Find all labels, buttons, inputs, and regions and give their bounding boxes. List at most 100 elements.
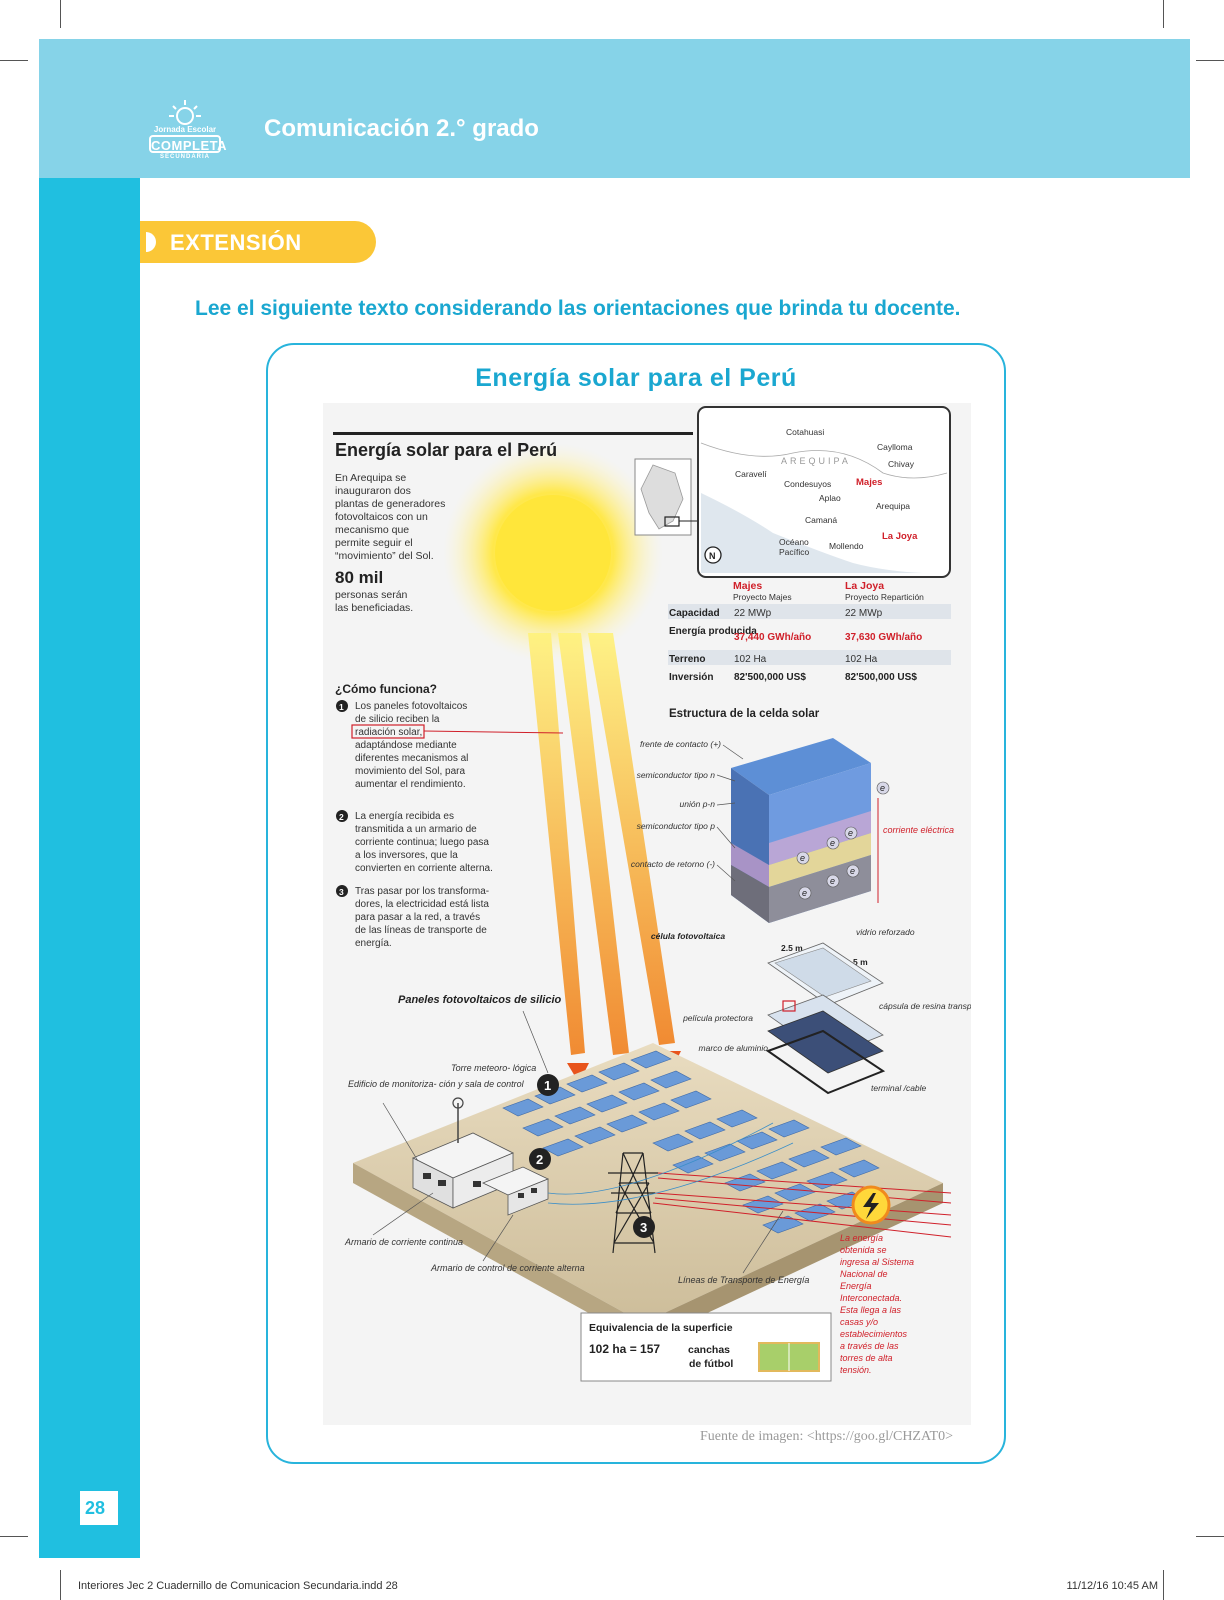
step-line: radiación solar, (355, 727, 422, 738)
north-arrow-icon (704, 546, 722, 564)
region-border (700, 442, 948, 479)
plant-marker-number: 3 (640, 1220, 647, 1235)
place-label: Camaná (805, 515, 837, 525)
stat-caption: personas serán (335, 589, 408, 601)
step-line: transmitida a un armario de (355, 824, 477, 835)
step-line: de silicio reciben la (355, 714, 440, 725)
row-label: Terreno (669, 654, 706, 665)
panel-array (502, 1050, 880, 1234)
table-row-bg (668, 604, 951, 619)
print-slug-file: Interiores Jec 2 Cuadernillo de Comunica… (78, 1580, 398, 1592)
logo-main-text: COMPLETA (149, 135, 226, 153)
sun-beam-2 (558, 633, 629, 1055)
place-label: Chivay (888, 459, 915, 469)
place-label: Pacífico (779, 547, 810, 557)
cell-label: contacto de retorno (-) (631, 859, 715, 869)
crop-mark (0, 1536, 28, 1537)
infographic: Energía solar para el Perú En Arequipa s… (323, 403, 971, 1425)
cell-label: semiconductor tipo p (637, 821, 716, 831)
intro-line: “movimiento” del Sol. (335, 550, 434, 562)
place-label-la-joya: La Joya (882, 531, 918, 542)
sun-beam-3 (588, 633, 675, 1045)
module-exploded (765, 942, 886, 1095)
cell-label: película protectora (682, 1013, 753, 1023)
electron-label: e (800, 853, 805, 863)
cell-label: terminal /cable (871, 1083, 927, 1093)
cell-label: cápsula de resina transparente (879, 1001, 971, 1011)
equivalence-unit: canchas (688, 1344, 730, 1356)
logo-bottom-text: SECUNDARIA (159, 154, 210, 160)
layer-p (769, 833, 871, 887)
place-label-majes: Majes (856, 477, 882, 488)
title-rule (333, 432, 693, 435)
row-value: 102 Ha (845, 654, 878, 665)
step-number: 3 (339, 887, 344, 897)
intro-line: mecanismo que (335, 524, 409, 536)
row-value: 22 MWp (734, 608, 772, 619)
label-tower: Torre meteoro- lógica (451, 1063, 536, 1073)
row-value: 82'500,000 US$ (734, 672, 806, 683)
cell-labels: frente de contacto (+) semiconductor tip… (631, 739, 721, 869)
step-marker (336, 885, 348, 897)
electrons (796, 781, 890, 900)
step-marker (336, 700, 348, 712)
place-label: Caylloma (877, 442, 913, 452)
cell-leaders (716, 744, 744, 882)
place-label: Caravelí (735, 469, 767, 479)
cell-diagram (731, 738, 871, 923)
equivalence-unit: de fútbol (689, 1358, 733, 1370)
col2-sub: Proyecto Repartición (845, 592, 924, 602)
cell-label: marco de aluminio (699, 1043, 769, 1053)
label-ac: Armario de control de corriente alterna (430, 1263, 585, 1273)
electron-label: e (880, 783, 885, 793)
electron-label: e (848, 828, 853, 838)
region-label: AREQUIPA (781, 456, 851, 466)
page-number: 28 (85, 1498, 106, 1518)
place-label: Condesuyos (784, 479, 831, 489)
dimension-label: 5 m (853, 957, 868, 967)
weather-tower (452, 1097, 464, 1143)
electron-label: e (802, 888, 807, 898)
step-line: aumentar el rendimiento. (355, 779, 466, 790)
step-line: dores, la electricidad está lista (355, 899, 489, 910)
step-line: Los paneles fotovoltaicos (355, 701, 467, 712)
crop-mark (1196, 1536, 1224, 1537)
place-label: Cotahuasi (786, 427, 824, 437)
ocean (701, 493, 923, 573)
page-number-box: 28 (80, 1491, 118, 1525)
equivalence-title: Equivalencia de la superficie (589, 1322, 733, 1334)
grid-note-line: La energía (840, 1233, 883, 1243)
col2-name: La Joya (845, 580, 884, 592)
sun-core (495, 495, 611, 611)
crop-mark (60, 1570, 61, 1600)
layer-n (769, 811, 871, 865)
extension-tab: EXTENSIÓN (140, 221, 376, 263)
intro-line: fotovoltaicos con un (335, 511, 428, 523)
image-source: Fuente de imagen: <https://goo.gl/CHZAT0… (700, 1429, 953, 1444)
row-value: 82'500,000 US$ (845, 672, 917, 683)
intro-line: plantas de generadores (335, 498, 445, 510)
grid-note-line: a través de las (840, 1341, 899, 1351)
infographic-title: Energía solar para el Perú (335, 440, 557, 460)
row-label: Inversión (669, 672, 713, 683)
plant-marker-number: 2 (536, 1152, 543, 1167)
label-panels: Paneles fotovoltaicos de silicio (398, 994, 561, 1006)
layer-back (769, 855, 871, 923)
step-line: diferentes mecanismos al (355, 753, 468, 764)
step-line: corriente continua; luego pasa (355, 837, 489, 848)
cell-label: unión p-n (680, 799, 716, 809)
step-line: adaptándose mediante (355, 740, 457, 751)
step-line: a los inversores, que la (355, 850, 458, 861)
leader-panels (522, 1010, 549, 1074)
dc-cables (547, 1122, 794, 1205)
beneficiaries-stat: 80 mil (335, 568, 383, 587)
plant-marker-number: 1 (544, 1078, 551, 1093)
bolt-glyph (863, 1193, 879, 1219)
cell-label: célula fotovoltaica (651, 931, 725, 941)
plant-markers (529, 1074, 655, 1238)
frame-title: Energía solar para el Perú (475, 364, 797, 392)
intro-text: En Arequipa se inauguraron dos plantas d… (335, 472, 445, 562)
logo-top-text: Jornada Escolar (153, 125, 217, 134)
crop-mark (0, 60, 28, 61)
control-building (412, 1132, 549, 1216)
